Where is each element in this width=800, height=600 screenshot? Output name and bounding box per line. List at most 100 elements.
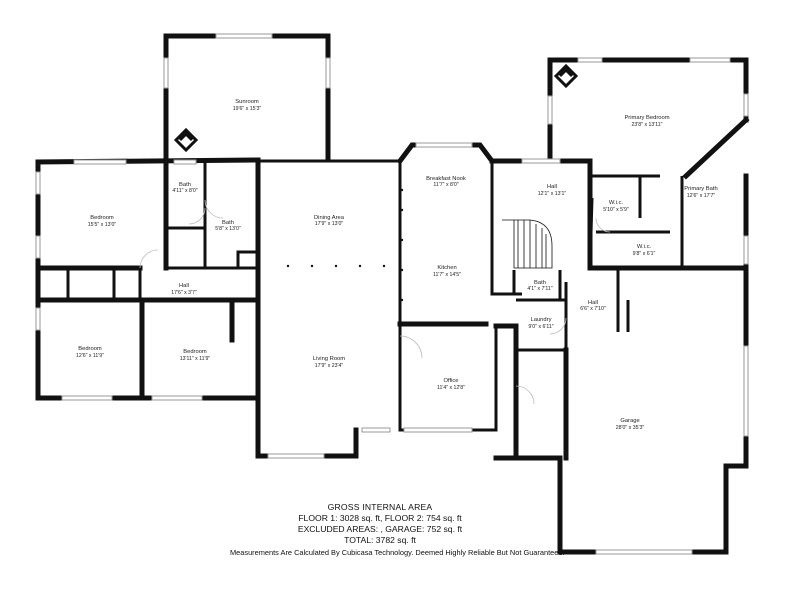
- label-bedroom-s-dims: 13'11" x 11'9": [180, 356, 211, 362]
- stair-treads: [517, 220, 547, 268]
- label-wic-1-dims: 5'10" x 5'9": [603, 207, 629, 213]
- label-bedroom-west-name: Bedroom: [90, 215, 114, 221]
- door-laundry: [549, 317, 567, 335]
- wall-stair-hall: [490, 161, 562, 300]
- window-bedroom-sw-w: [35, 307, 41, 331]
- label-dining-dims: 17'9" x 13'0": [315, 221, 344, 227]
- wall-primary-inner: [588, 174, 684, 269]
- label-bedroom-sw-dims: 12'6" x 11'9": [76, 353, 104, 359]
- label-primary-bath-name: Primary Bath: [684, 186, 718, 192]
- label-bath-north-dims: 4'11" x 8'0": [172, 188, 197, 194]
- door-bath-north: [188, 207, 206, 225]
- label-bath-center-name: Bath: [222, 220, 234, 226]
- window-primary-bath-e: [743, 235, 749, 265]
- window-sunroom-w: [163, 57, 169, 89]
- label-garage-name: Garage: [620, 418, 639, 424]
- walls: [35, 33, 750, 555]
- summary-heading: GROSS INTERNAL AREA: [327, 502, 433, 512]
- label-bedroom-west-dims: 15'5" x 13'0": [88, 222, 117, 228]
- summary-total: TOTAL: 3782 sq. ft: [344, 535, 416, 545]
- label-primary-bath-dims: 12'6" x 17'7": [687, 193, 716, 199]
- label-bedroom-sw-name: Bedroom: [78, 346, 102, 352]
- window-primary-n1: [577, 57, 603, 63]
- label-hall-utility-dims: 6'6" x 7'10": [580, 306, 606, 312]
- door-bedroom-w: [139, 249, 159, 269]
- label-wic-1-name: W.i.c.: [609, 200, 624, 206]
- window-office-s: [403, 427, 473, 433]
- label-bath-utility-dims: 4'1" x 7'11": [527, 286, 552, 292]
- door-garage: [515, 385, 535, 405]
- label-living-name: Living Room: [313, 356, 345, 362]
- window-garage-e: [743, 345, 749, 437]
- window-bath-n: [173, 159, 197, 165]
- door-office: [399, 335, 423, 359]
- fireplace-primary-icon: [553, 63, 579, 89]
- window-primary-n2: [689, 57, 731, 63]
- area-summary: GROSS INTERNAL AREA FLOOR 1: 3028 sq. ft…: [230, 502, 565, 558]
- summary-disclaimer: Measurements Are Calculated By Cubicasa …: [230, 548, 565, 557]
- window-bedroom-s-s: [151, 395, 203, 401]
- window-garage-s: [595, 549, 693, 555]
- label-laundry-dims: 9'0" x 6'11": [528, 324, 553, 330]
- wall-hall-closets: [66, 268, 142, 300]
- label-office-dims: 11'4" x 12'8": [437, 385, 465, 391]
- fireplace-sunroom-icon: [173, 127, 199, 153]
- window-sunroom-n: [215, 33, 273, 39]
- label-laundry-name: Laundry: [531, 317, 552, 323]
- label-kitchen-dims: 11'7" x 14'5": [433, 272, 461, 278]
- wall-primary-diag: [587, 116, 750, 271]
- summary-excluded: EXCLUDED AREAS: , GARAGE: 752 sq. ft: [297, 524, 463, 534]
- label-dining-name: Dining Area: [314, 215, 345, 221]
- stairs: [502, 219, 553, 269]
- label-sunroom-dims: 19'6" x 15'3": [233, 106, 262, 112]
- label-hall-west-name: Hall: [179, 283, 189, 289]
- window-bedroom-sw-s: [61, 395, 113, 401]
- wall-living: [255, 395, 359, 459]
- label-wic-2-name: W.i.c.: [637, 244, 652, 250]
- label-hall-utility-name: Hall: [588, 300, 598, 306]
- window-nook: [415, 142, 473, 148]
- window-hall-east: [521, 158, 561, 164]
- wall-west-outer: [35, 157, 261, 401]
- window-bedroom-w-n: [73, 159, 127, 165]
- label-nook-name: Breakfast Nook: [426, 176, 466, 182]
- wall-bedrooms-south: [139, 297, 235, 401]
- room-labels: Sunroom 19'6" x 15'3" Bedroom 15'5" x 13…: [76, 99, 718, 431]
- label-hall-west-dims: 17'6" x 3'7": [171, 290, 197, 296]
- doors: [139, 199, 611, 405]
- wall-sunroom: [163, 33, 331, 163]
- label-bath-north-name: Bath: [179, 182, 191, 188]
- window-sunroom-e: [325, 57, 331, 89]
- label-hall-east-name: Hall: [547, 184, 557, 190]
- label-nook-dims: 11'7" x 8'0": [433, 182, 458, 188]
- window-living-s: [267, 453, 325, 459]
- wall-laundry: [516, 268, 630, 352]
- summary-floors: FLOOR 1: 3028 sq. ft, FLOOR 2: 754 sq. f…: [298, 513, 462, 523]
- windows: [35, 33, 749, 555]
- window-bedroom-w-w2: [35, 235, 41, 259]
- stair-outline: [502, 219, 553, 269]
- wall-utility: [493, 323, 729, 555]
- label-sunroom-name: Sunroom: [235, 99, 259, 105]
- door-wic: [595, 217, 611, 233]
- wall-bath-dividers: [166, 160, 258, 270]
- label-garage-dims: 28'0" x 35'3": [616, 425, 645, 431]
- window-bedroom-w-w: [35, 171, 41, 195]
- label-wic-2-dims: 9'8" x 6'1": [633, 251, 656, 257]
- window-primary-w: [547, 95, 553, 125]
- window-primary-e: [743, 93, 749, 117]
- label-bath-center-dims: 5'8" x 13'0": [215, 226, 241, 232]
- label-bedroom-s-name: Bedroom: [183, 349, 207, 355]
- label-primary-bedroom-dims: 23'8" x 13'11": [632, 122, 663, 128]
- wall-hall-west: [35, 265, 261, 303]
- door-bath-center: [204, 199, 224, 219]
- label-bath-utility-name: Bath: [534, 280, 546, 286]
- window-living-e: [361, 427, 391, 433]
- wall-garage: [563, 265, 749, 469]
- label-office-name: Office: [443, 378, 458, 384]
- label-primary-bedroom-name: Primary Bedroom: [624, 115, 669, 121]
- fireplaces: [173, 63, 579, 153]
- label-kitchen-name: Kitchen: [437, 265, 456, 271]
- label-living-dims: 17'9" x 23'4": [315, 363, 344, 369]
